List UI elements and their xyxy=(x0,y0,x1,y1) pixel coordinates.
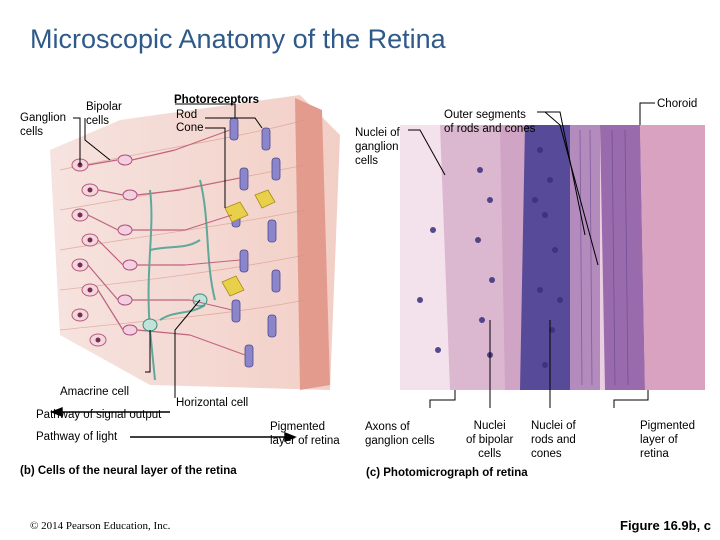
label-bipolar-cells: Bipolar cells xyxy=(86,101,122,127)
pathway-arrows xyxy=(50,406,297,443)
label-axons: Axons of ganglion cells xyxy=(365,421,435,447)
label-rod: Rod xyxy=(176,109,198,121)
cone-cells xyxy=(221,189,276,297)
copyright-notice: © 2014 Pearson Education, Inc. xyxy=(30,520,171,532)
photoreceptor-connections xyxy=(174,129,246,356)
label-ganglion-cells: Ganglion cells xyxy=(20,112,67,138)
page-title: Microscopic Anatomy of the Retina xyxy=(30,24,446,54)
bipolar-cells xyxy=(117,154,138,336)
photomicrograph xyxy=(400,125,705,390)
axon-lines xyxy=(87,149,191,336)
label-choroid: Choroid xyxy=(657,98,698,110)
label-nuclei-rods-cones: Nuclei of rods and cones xyxy=(531,420,576,460)
label-signal-pathway: Pathway of signal output xyxy=(36,409,162,421)
label-outer-segments: Outer segments of rods and cones xyxy=(444,109,536,135)
label-cone: Cone xyxy=(176,122,204,134)
label-amacrine-cell: Amacrine cell xyxy=(60,386,130,398)
label-light-pathway: Pathway of light xyxy=(36,431,118,443)
pigmented-layer-band xyxy=(295,98,330,390)
label-horizontal-cell: Horizontal cell xyxy=(176,397,249,409)
label-photoreceptors: Photoreceptors xyxy=(174,94,259,106)
label-pigmented-layer-c: Pigmented layer of retina xyxy=(640,420,695,460)
label-nuclei-bipolar: Nuclei of bipolar cells xyxy=(466,420,514,460)
figure-reference: Figure 16.9b, c xyxy=(620,518,712,533)
label-pigmented-layer-b: Pigmented layer of retina xyxy=(270,421,340,447)
label-nuclei-ganglion: Nuclei of ganglion cells xyxy=(355,127,400,167)
leader-lines-c xyxy=(408,102,655,408)
ganglion-nuclei xyxy=(77,162,101,343)
caption-c: (c) Photomicrograph of retina xyxy=(366,467,528,479)
leader-lines-b xyxy=(73,103,263,398)
caption-b: (b) Cells of the neural layer of the ret… xyxy=(20,465,237,477)
